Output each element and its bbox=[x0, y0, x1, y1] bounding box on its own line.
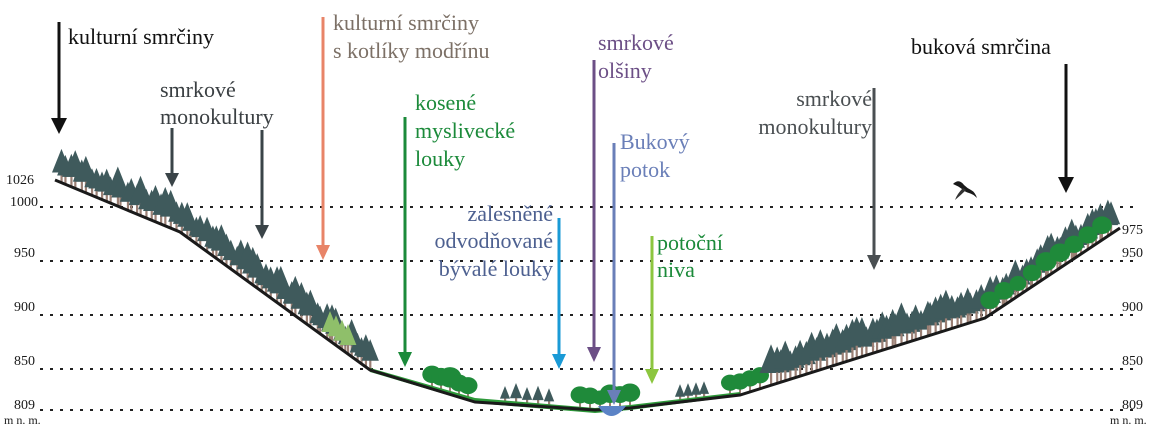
arrow-zalesnene bbox=[552, 218, 566, 369]
label-bukova-smrcina: buková smrčina bbox=[911, 34, 1051, 59]
label-kosene-line3: louky bbox=[415, 146, 465, 171]
elev-left-900: 900 bbox=[14, 300, 35, 315]
elev-left-950: 950 bbox=[14, 246, 35, 261]
elev-right-975: 975 bbox=[1122, 223, 1143, 238]
elev-right-850: 850 bbox=[1122, 354, 1143, 369]
label-kulturni-smrciny: kulturní smrčiny bbox=[68, 24, 214, 49]
label-kulturni-kotliky-line1: kulturní smrčiny bbox=[333, 10, 479, 35]
label-smrkove-left-line2: monokultury bbox=[160, 104, 274, 129]
arrow-kosene-louky bbox=[398, 117, 412, 367]
label-potok-line1: Bukový bbox=[620, 129, 690, 154]
elev-left-809: 809 bbox=[14, 398, 35, 413]
label-zalesnene-line1: zalesněné bbox=[468, 201, 554, 226]
label-niva-line1: potoční bbox=[657, 230, 723, 255]
label-smrkove-left-line1: smrkové bbox=[160, 77, 236, 102]
bird-icon bbox=[953, 181, 977, 200]
broadleaf-tree bbox=[620, 383, 640, 401]
label-potok-line2: potok bbox=[620, 157, 670, 182]
label-kulturni-kotliky-line2: s kotlíky modřínu bbox=[333, 38, 489, 63]
label-smrkove-right-line2: monokultury bbox=[758, 114, 872, 139]
label-kosene-line1: kosené bbox=[415, 90, 476, 115]
arrow-olsiny bbox=[587, 60, 601, 362]
spruce-tree bbox=[500, 386, 510, 399]
elev-left-1000: 1000 bbox=[10, 195, 38, 210]
arrow-kulturni-smrciny bbox=[51, 22, 67, 134]
forest-vegetation bbox=[52, 149, 1120, 410]
elev-right-809: 809 bbox=[1122, 398, 1143, 413]
spruce-tree bbox=[510, 383, 522, 398]
arrow-smrkove-mono-left-a bbox=[165, 128, 179, 187]
label-zalesnene-line2: odvodňované bbox=[434, 228, 553, 253]
elev-right-950: 950 bbox=[1122, 246, 1143, 261]
label-zalesnene-line3: bývalé louky bbox=[439, 256, 553, 281]
spruce-tree bbox=[544, 388, 554, 401]
elev-right-900: 900 bbox=[1122, 300, 1143, 315]
arrow-bukova-smrcina bbox=[1058, 64, 1074, 193]
broadleaf-tree bbox=[1092, 216, 1112, 234]
arrows bbox=[51, 17, 1074, 405]
elev-left-1026: 1026 bbox=[6, 173, 34, 188]
label-niva-line2: niva bbox=[657, 257, 695, 282]
label-olsiny-line1: smrkové bbox=[598, 30, 674, 55]
arrow-potok bbox=[607, 143, 621, 405]
broadleaf-tree bbox=[459, 377, 478, 394]
elev-left-850: 850 bbox=[14, 354, 35, 369]
arrow-smrkove-mono-left-b bbox=[255, 130, 269, 239]
label-kosene-line2: myslivecké bbox=[415, 118, 515, 143]
spruce-tree bbox=[532, 386, 543, 400]
broadleaf-tree bbox=[1010, 276, 1027, 291]
spruce-tree bbox=[522, 387, 532, 400]
units-left: m n. m. bbox=[4, 413, 41, 427]
label-olsiny-line2: olšiny bbox=[598, 58, 652, 83]
units-right: m n. m. bbox=[1110, 413, 1147, 427]
spruce-tree bbox=[699, 381, 709, 394]
label-smrkove-right-line1: smrkové bbox=[796, 86, 872, 111]
arrow-kulturni-kotliky bbox=[316, 17, 330, 260]
